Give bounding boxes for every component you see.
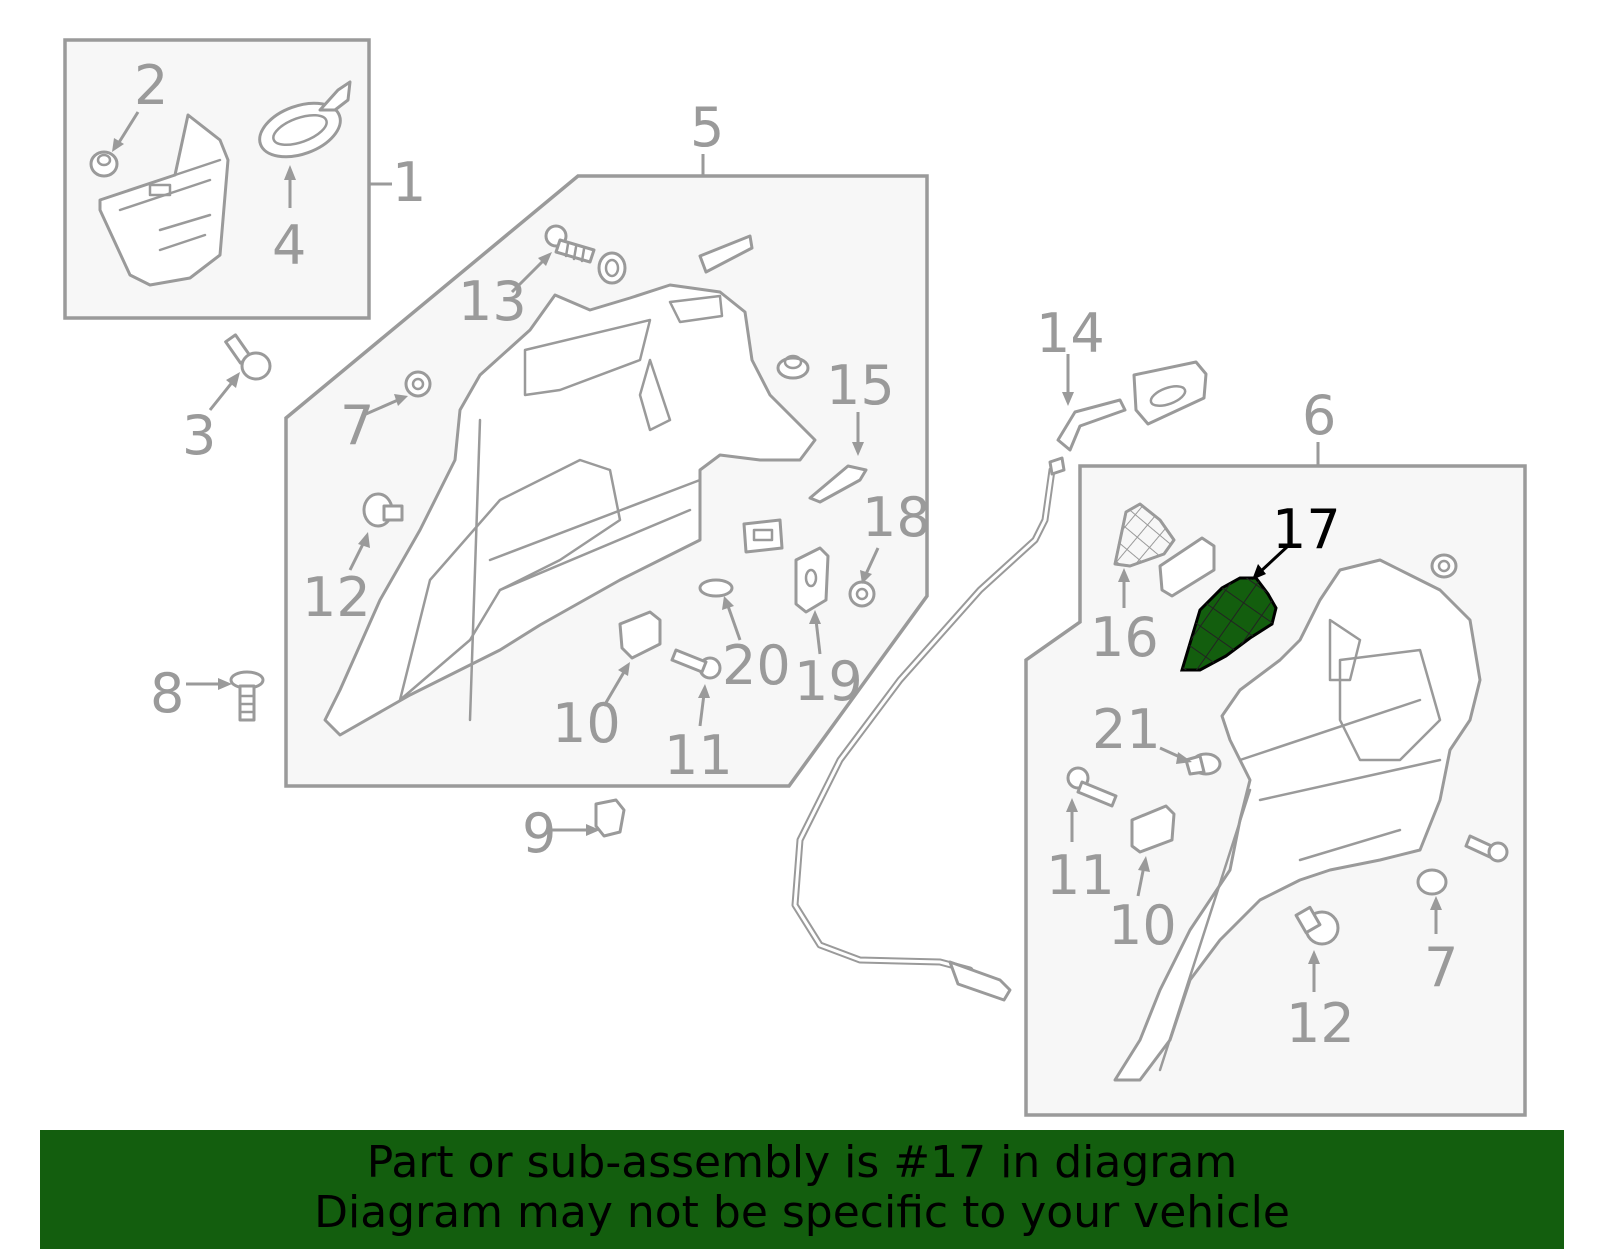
callout-9: 9 <box>522 802 556 865</box>
callout-14: 14 <box>1036 302 1105 365</box>
bolt-part-3 <box>208 333 272 411</box>
callout-15: 15 <box>826 354 895 417</box>
callout-2: 2 <box>134 54 168 117</box>
callout-10-left: 10 <box>552 692 621 755</box>
callout-11-right: 11 <box>1046 844 1115 907</box>
highlighted-part-17 <box>1179 576 1278 672</box>
callout-12-right: 12 <box>1286 992 1355 1055</box>
callout-16: 16 <box>1090 606 1159 669</box>
callout-11-left: 11 <box>664 724 733 787</box>
callout-17: 17 <box>1272 498 1341 561</box>
callout-10-right: 10 <box>1108 894 1177 957</box>
left-quarter-trim <box>323 283 817 737</box>
info-banner: Part or sub-assembly is #17 in diagram D… <box>40 1130 1564 1249</box>
callout-7-left: 7 <box>340 394 374 457</box>
callout-20: 20 <box>722 634 791 697</box>
kit-box-1 <box>63 38 392 320</box>
callout-19: 19 <box>794 650 863 713</box>
callout-1: 1 <box>392 151 426 214</box>
trim-box-6 <box>1024 442 1527 1117</box>
banner-line-2: Diagram may not be specific to your vehi… <box>314 1187 1290 1238</box>
callout-12-left: 12 <box>302 566 371 629</box>
clip-part-9 <box>552 798 626 838</box>
callout-18: 18 <box>862 486 931 549</box>
callouts: 1 2 3 4 5 6 7 7 8 9 10 10 11 11 12 12 13… <box>134 54 1458 1055</box>
callout-7-right: 7 <box>1424 936 1458 999</box>
callout-5: 5 <box>690 96 724 159</box>
cable-part-14 <box>791 354 1208 1002</box>
bolt-part-8 <box>186 670 265 722</box>
callout-13: 13 <box>458 270 527 333</box>
banner-line-1: Part or sub-assembly is #17 in diagram <box>366 1137 1238 1188</box>
callout-6: 6 <box>1302 384 1336 447</box>
callout-8: 8 <box>150 662 184 725</box>
trim-box-5 <box>284 154 929 788</box>
bracket-part <box>98 113 230 287</box>
callout-21: 21 <box>1092 698 1161 761</box>
callout-3: 3 <box>182 404 216 467</box>
callout-4: 4 <box>272 214 306 277</box>
